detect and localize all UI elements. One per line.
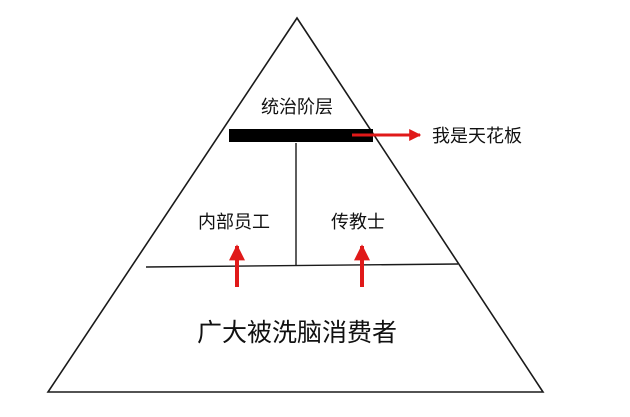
ceiling-bar [229,129,373,142]
ceiling-label: 我是天花板 [432,126,522,147]
pyramid-outline [46,16,545,393]
left-middle-label: 内部员工 [198,212,270,233]
top-tier-label: 统治阶层 [261,97,333,118]
tier-divider [145,263,459,268]
bottom-tier-label: 广大被洗脑消费者 [197,318,397,347]
right-middle-label: 传教士 [331,212,385,233]
